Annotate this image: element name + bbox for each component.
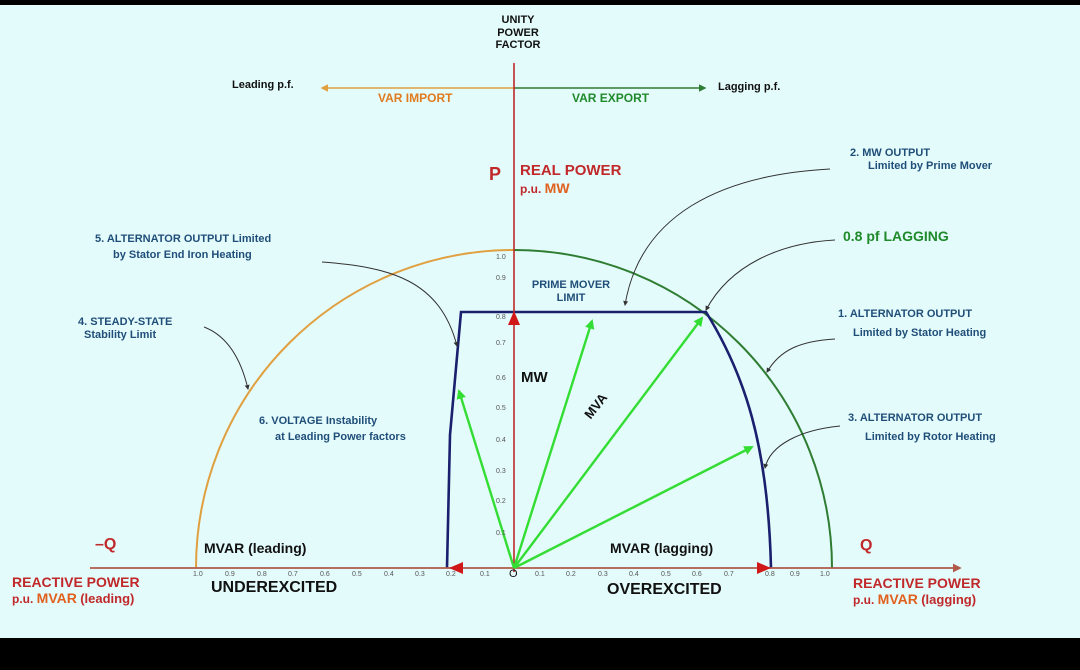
note-6-line1: 6. VOLTAGE Instability (259, 415, 378, 427)
reactive-power-right-unit: p.u. MVAR (lagging) (853, 591, 981, 608)
real-power-unit: p.u. MW (520, 180, 570, 197)
reactive-power-lagging-title: REACTIVE POWER p.u. MVAR (lagging) (853, 575, 981, 608)
q-tick-right: 0.5 (661, 571, 671, 578)
q-tick-right: 0.2 (566, 571, 576, 578)
q-tick-right: 0.7 (724, 571, 734, 578)
real-power-title: REAL POWER (520, 162, 622, 179)
q-tick-right: 0.8 (765, 571, 775, 578)
reactive-power-leading-title: REACTIVE POWER p.u. MVAR (leading) (12, 574, 140, 607)
left-unit-prefix: p.u. (12, 592, 34, 607)
note-1-line2: Limited by Stator Heating (853, 326, 987, 339)
pf-lagging-label: 0.8 pf LAGGING (843, 228, 949, 244)
note-5-end-iron-heating: 5. ALTERNATOR OUTPUT Limited by Stator E… (95, 233, 271, 261)
capability-diagram: UNITY POWER FACTOR Leading p.f. Lagging … (0, 5, 1080, 638)
q-tick-right: 0.6 (692, 571, 702, 578)
prime-mover-line2: LIMIT (556, 291, 586, 304)
right-unit-mvar: MVAR (877, 591, 918, 608)
annotation-leaders (203, 168, 841, 469)
note-5-line1: 5. ALTERNATOR OUTPUT Limited (95, 233, 272, 245)
p-tick: 0.3 (496, 468, 506, 475)
reactive-power-left-unit: p.u. MVAR (leading) (12, 590, 140, 607)
q-tick-right: 0.9 (790, 571, 800, 578)
prime-mover-limit-label: PRIME MOVER LIMIT (521, 279, 621, 304)
p-symbol: P (489, 164, 502, 184)
underexcited-label: UNDEREXCITED (211, 579, 338, 596)
prime-mover-line1: PRIME MOVER (531, 279, 611, 291)
q-tick-left: 0.7 (288, 571, 298, 578)
q-tick-left: 0.4 (384, 571, 394, 578)
q-tick-left: 0.9 (225, 571, 235, 578)
p-tick: 1.0 (496, 254, 506, 261)
q-tick-left: 0.2 (446, 571, 456, 578)
lagging-stator-arc (513, 249, 833, 569)
q-tick-left: 0.3 (415, 571, 425, 578)
reactive-power-right-title: REACTIVE POWER (853, 575, 981, 591)
p-tick: 0.8 (496, 314, 506, 321)
origin-label: O (509, 568, 518, 580)
mvar-lagging-label: MVAR (lagging) (610, 540, 714, 556)
overexcited-label: OVEREXCITED (607, 581, 722, 598)
p-tick: 0.5 (496, 405, 506, 412)
q-tick-right: 0.4 (629, 571, 639, 578)
q-tick-right: 1.0 (820, 571, 830, 578)
unity-pf-line3: FACTOR (495, 39, 541, 52)
p-tick: 0.6 (496, 375, 506, 382)
left-unit-suffix: (leading) (80, 591, 135, 607)
axis-limit-markers (449, 311, 771, 574)
p-tick: 0.2 (496, 498, 506, 505)
note-6-line2: at Leading Power factors (275, 430, 406, 443)
note-5-line2: by Stator End Iron Heating (113, 248, 252, 261)
right-unit-prefix: p.u. (853, 593, 875, 608)
note-3-rotor-heating: 3. ALTERNATOR OUTPUT Limited by Rotor He… (848, 412, 996, 443)
q-tick-left: 0.8 (257, 571, 267, 578)
var-export-label: VAR EXPORT (572, 91, 650, 105)
real-power-unit-mw: MW (544, 180, 570, 196)
right-unit-suffix: (lagging) (921, 592, 977, 608)
note-2-line2: Limited by Prime Mover (868, 159, 993, 172)
q-tick-left: 1.0 (193, 571, 203, 578)
q-tick-left: 0.1 (480, 571, 490, 578)
p-tick: 0.9 (496, 275, 506, 282)
p-tick: 0.7 (496, 340, 506, 347)
mva-vectors (456, 316, 754, 570)
note-3-line1: 3. ALTERNATOR OUTPUT (848, 412, 983, 424)
q-tick-right: 0.3 (598, 571, 608, 578)
note-4-stability-limit: 4. STEADY-STATE Stability Limit (78, 316, 172, 341)
pos-q-symbol: Q (860, 537, 873, 554)
leading-stability-arc (195, 249, 515, 569)
unity-pf-line1: UNITY (501, 14, 535, 26)
lagging-pf-label: Lagging p.f. (718, 81, 781, 93)
note-6-voltage-instability: 6. VOLTAGE Instability at Leading Power … (259, 415, 406, 443)
p-tick: 0.1 (496, 530, 506, 537)
real-power-unit-prefix: p.u. (520, 182, 542, 196)
note-2-mw-output: 2. MW OUTPUT Limited by Prime Mover (850, 147, 992, 172)
reactive-power-left-title: REACTIVE POWER (12, 574, 140, 590)
capability-limit-curve (445, 310, 773, 569)
mw-inner-label: MW (521, 369, 548, 386)
var-import-label: VAR IMPORT (378, 91, 453, 105)
neg-q-symbol: –Q (95, 536, 117, 553)
unity-pf-title: UNITY POWER FACTOR (488, 14, 548, 52)
q-tick-right: 0.1 (535, 571, 545, 578)
mvar-leading-label: MVAR (leading) (204, 540, 307, 556)
unity-pf-line2: POWER (497, 26, 539, 39)
left-unit-mvar: MVAR (36, 590, 77, 607)
p-tick: 0.4 (496, 437, 506, 444)
diagram-graphics (90, 63, 962, 574)
note-4-line2: Stability Limit (84, 328, 157, 341)
note-1-line1: 1. ALTERNATOR OUTPUT (838, 308, 973, 320)
note-3-line2: Limited by Rotor Heating (865, 430, 996, 443)
note-2-line1: 2. MW OUTPUT (850, 147, 931, 159)
q-tick-left: 0.6 (320, 571, 330, 578)
q-tick-left: 0.5 (352, 571, 362, 578)
note-1-stator-heating: 1. ALTERNATOR OUTPUT Limited by Stator H… (838, 308, 986, 339)
note-4-line1: 4. STEADY-STATE (78, 316, 173, 328)
leading-pf-label: Leading p.f. (232, 79, 294, 91)
